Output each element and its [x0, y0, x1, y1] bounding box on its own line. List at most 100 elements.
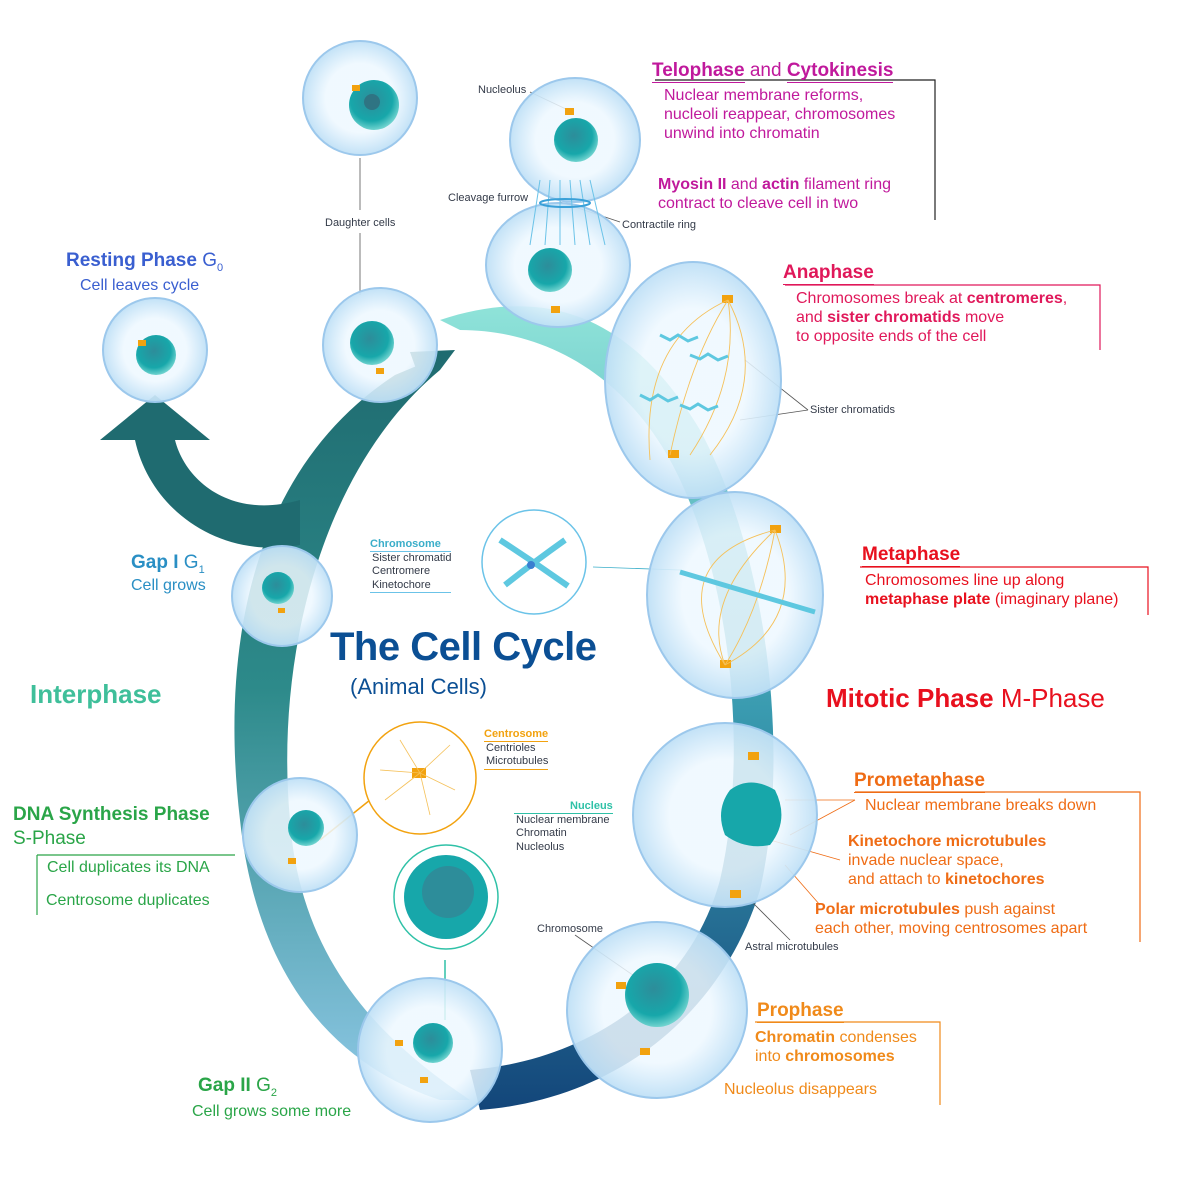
kinetochores-label: kinetochores	[944, 871, 1045, 889]
telophase-and: and	[744, 60, 787, 81]
prometaphase-name: Prometaphase	[854, 770, 985, 793]
cleavage-furrow-label: Cleavage furrow	[448, 192, 529, 204]
metaphase-name: Metaphase	[862, 544, 961, 567]
resting-sub: 0	[217, 261, 224, 274]
telophase-desc: Nuclear membrane reforms, nucleoli reapp…	[664, 86, 895, 144]
resting-name: Resting Phase	[66, 250, 203, 271]
gap2-sub: 2	[270, 1086, 277, 1099]
anaphase-name: Anaphase	[783, 262, 874, 285]
telophase-line-3: unwind into chromatin	[664, 125, 820, 143]
gap2-desc: Cell grows some more	[192, 1103, 352, 1120]
actin-label: actin	[762, 176, 800, 193]
polar-mt-label: Polar microtubules	[815, 901, 960, 918]
resting-desc: Cell leaves cycle	[80, 277, 200, 294]
dna-l1: Cell duplicates its DNA	[47, 859, 210, 876]
telophase-heading: Telophase and Cytokinesis	[652, 60, 894, 83]
telophase-cells	[485, 77, 641, 328]
prometaphase-desc: Nuclear membrane breaks down	[865, 796, 1096, 815]
prophase-l3: Nucleolus disappears	[724, 1081, 877, 1098]
cytokinesis-desc: Myosin II and actin filament ring contra…	[658, 175, 891, 213]
prophase-name: Prophase	[757, 1000, 844, 1023]
daughter-cell-top	[302, 40, 418, 156]
dna-l2: Centrosome duplicates	[46, 892, 210, 909]
gap2-cell	[357, 977, 503, 1123]
anaphase-l2c: move	[960, 309, 1005, 327]
centrosome-inset-title: Centrosome	[484, 728, 549, 740]
nucleus-item-2: Chromatin	[516, 827, 567, 840]
kinetochore-desc: Kinetochore microtubules invade nuclear …	[848, 832, 1046, 890]
prophase-heading: Prophase	[757, 1000, 844, 1023]
prophase-cell	[566, 921, 748, 1099]
sister-chromatids-bold: sister chromatids	[827, 309, 961, 327]
daughter-cells-label: Daughter cells	[325, 217, 396, 229]
metaphase-plate-label: metaphase plate	[865, 591, 991, 609]
metaphase-l1: Chromosomes line up along	[865, 572, 1065, 589]
gap1-cell	[231, 545, 333, 647]
dna-heading: DNA Synthesis Phase	[13, 804, 210, 825]
interphase-label: Interphase	[30, 679, 162, 709]
chromatin-label: Chromatin	[755, 1029, 835, 1046]
chromosome-item-1: Sister chromatid	[370, 551, 452, 565]
kinetochore-mt-label: Kinetochore microtubules	[848, 833, 1047, 850]
anaphase-l2a: and	[796, 309, 828, 327]
metaphase-desc: Chromosomes line up along metaphase plat…	[865, 571, 1118, 609]
g0-exit-arrow	[100, 395, 300, 548]
imaginary-plane-text: (imaginary plane)	[990, 591, 1119, 609]
resting-g: G	[202, 250, 217, 271]
prometaphase-l1: Nuclear membrane breaks down	[865, 797, 1097, 814]
bracket-rules	[36, 79, 1149, 1105]
centromeres-label: centromeres	[966, 290, 1063, 307]
nucleus-item-3: Nucleolus	[516, 840, 565, 853]
and-word: and	[726, 176, 763, 193]
astral-mt-label: Astral microtubules	[745, 941, 839, 953]
centrosome-inset-labels: Centrosome Centrioles Microtubules	[484, 728, 549, 770]
prometaphase-l6: each other, moving centrosomes apart	[815, 920, 1088, 938]
mitotic-name: Mitotic Phase	[826, 683, 994, 713]
main-subtitle: (Animal Cells)	[350, 674, 487, 699]
centrosome-item-1: Centrioles	[484, 741, 549, 755]
gap1-g: G	[183, 552, 199, 573]
prometaphase-l4a: and attach to	[848, 871, 945, 889]
s-phase-cell	[242, 777, 358, 893]
dna-alt: S-Phase	[13, 828, 86, 849]
chromosome-item-2: Centromere	[372, 565, 431, 578]
polar-desc: Polar microtubules push against each oth…	[815, 900, 1087, 938]
anaphase-heading: Anaphase	[783, 262, 874, 285]
myosin-label: Myosin II	[658, 176, 727, 193]
resting-cell	[102, 297, 208, 403]
gap2-g: G	[256, 1075, 271, 1096]
prometaphase-cell	[632, 722, 818, 908]
prophase-l1b: condenses	[835, 1029, 917, 1046]
chromosome-item-3: Kinetochore	[370, 579, 452, 593]
sister-chromatids-label: Sister chromatids	[810, 404, 895, 416]
chromosome-label: Chromosome	[537, 923, 604, 935]
telophase-name: Telophase	[652, 60, 745, 83]
resting-heading: Resting Phase G0	[66, 250, 223, 274]
telophase-line-2: nucleoli reappear, chromosomes	[664, 106, 896, 124]
prometaphase-heading: Prometaphase	[854, 770, 985, 793]
gap1-sub: 1	[198, 563, 205, 576]
prophase-l2a: into	[755, 1048, 786, 1066]
anaphase-desc: Chromosomes break at centromeres, and si…	[796, 289, 1067, 347]
filament-ring-text: filament ring	[799, 176, 891, 193]
cells	[102, 40, 824, 1123]
anaphase-l1a: Chromosomes break at	[796, 290, 967, 307]
gap2-name: Gap II	[198, 1075, 257, 1096]
gap1-name: Gap I	[131, 552, 184, 573]
gap2-heading: Gap II G2	[198, 1075, 277, 1099]
anaphase-l1c: ,	[1062, 290, 1068, 307]
nucleus-inset-title: Nucleus	[570, 800, 613, 812]
chromosome-inset-labels: Chromosome Sister chromatid Centromere K…	[370, 538, 452, 593]
inset-chromosome	[481, 509, 587, 615]
cytokinesis-line-2: contract to cleave cell in two	[658, 195, 859, 213]
nucleus-item-1: Nuclear membrane	[514, 813, 613, 827]
prophase-desc: Chromatin condenses into chromosomes	[755, 1028, 917, 1066]
inset-nucleus	[393, 844, 499, 950]
anaphase-l3: to opposite ends of the cell	[796, 328, 987, 346]
prometaphase-l3: invade nuclear space,	[848, 852, 1004, 870]
contractile-ring-label: Contractile ring	[622, 219, 696, 231]
inset-centrosome	[363, 721, 477, 835]
daughter-cell-bottom	[322, 287, 438, 403]
metaphase-cell	[646, 491, 824, 699]
